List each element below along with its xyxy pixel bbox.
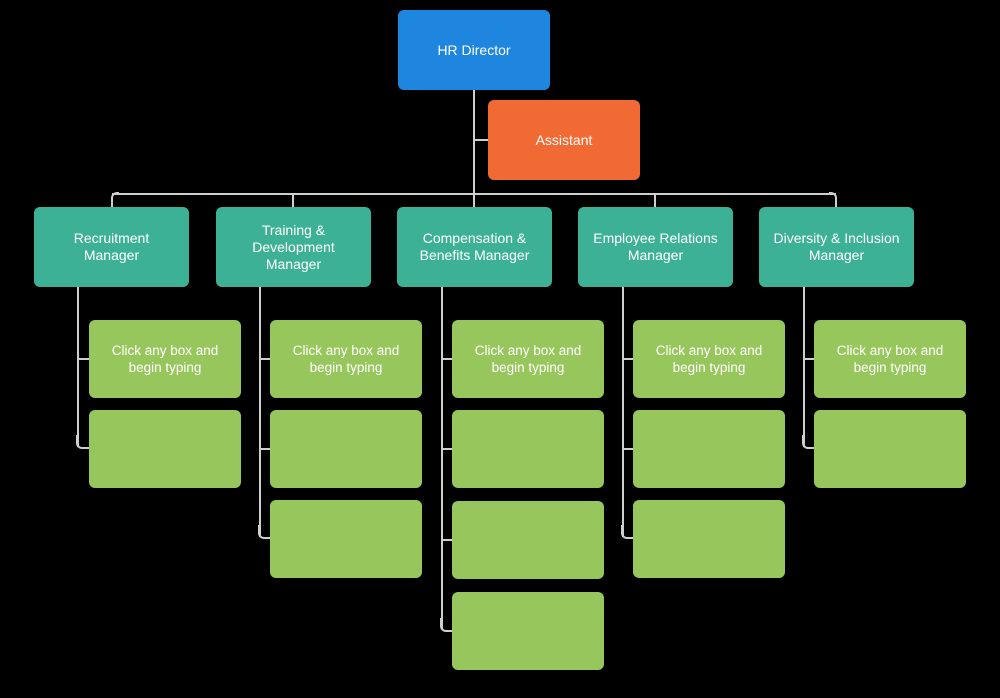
connector-assistant-stub — [473, 139, 489, 141]
node-leaf-col-3-row-1[interactable]: Click any box and begin typing — [452, 320, 604, 398]
node-leaf-col-5-row-1[interactable]: Click any box and begin typing — [814, 320, 966, 398]
node-hr-director[interactable]: HR Director — [398, 10, 550, 90]
connector-branch-col-1-child-1 — [77, 358, 89, 360]
connector-branch-col-4-child-1 — [622, 358, 634, 360]
connector-branch-col-1-child-2 — [76, 435, 89, 449]
node-leaf-col-1-row-1[interactable]: Click any box and begin typing — [89, 320, 241, 398]
connector-drop-manager-2 — [292, 194, 294, 207]
connector-branch-col-4-child-2 — [622, 448, 634, 450]
connector-branch-col-4-child-3 — [621, 525, 634, 539]
node-manager-employee-relations[interactable]: Employee Relations Manager — [578, 207, 733, 287]
node-leaf-col-4-row-1[interactable]: Click any box and begin typing — [633, 320, 785, 398]
node-leaf-col-3-row-2[interactable] — [452, 410, 604, 488]
connector-spine-col-1 — [77, 287, 79, 447]
node-leaf-col-2-row-3[interactable] — [270, 500, 422, 578]
connector-drop-manager-4 — [654, 194, 656, 207]
node-manager-training-development[interactable]: Training & Development Manager — [216, 207, 371, 287]
connector-root-trunk — [473, 90, 475, 193]
node-leaf-col-2-row-2[interactable] — [270, 410, 422, 488]
connector-branch-col-3-child-4 — [440, 618, 453, 632]
connector-branch-col-5-child-2 — [802, 435, 815, 449]
connector-drop-manager-5 — [835, 199, 837, 207]
node-leaf-col-1-row-2[interactable] — [89, 410, 241, 488]
connector-branch-col-5-child-1 — [803, 358, 815, 360]
connector-branch-col-2-child-3 — [258, 525, 271, 539]
node-manager-recruitment[interactable]: Recruitment Manager — [34, 207, 189, 287]
connector-branch-col-3-child-3 — [441, 539, 453, 541]
connector-drop-manager-3 — [473, 194, 475, 207]
connector-branch-col-3-child-2 — [441, 448, 453, 450]
node-assistant[interactable]: Assistant — [488, 100, 640, 180]
connector-branch-col-2-child-2 — [259, 448, 271, 450]
connector-spine-col-5 — [803, 287, 805, 447]
node-leaf-col-4-row-3[interactable] — [633, 500, 785, 578]
node-manager-diversity-inclusion[interactable]: Diversity & Inclusion Manager — [759, 207, 914, 287]
node-leaf-col-2-row-1[interactable]: Click any box and begin typing — [270, 320, 422, 398]
connector-drop-manager-1 — [111, 199, 113, 207]
connector-spine-col-3 — [441, 287, 443, 629]
node-leaf-col-3-row-3[interactable] — [452, 501, 604, 579]
node-leaf-col-4-row-2[interactable] — [633, 410, 785, 488]
connector-spine-col-2 — [259, 287, 261, 537]
node-manager-compensation-benefits[interactable]: Compensation & Benefits Manager — [397, 207, 552, 287]
node-leaf-col-5-row-2[interactable] — [814, 410, 966, 488]
connector-spine-col-4 — [622, 287, 624, 537]
connector-branch-col-3-child-1 — [441, 358, 453, 360]
node-leaf-col-3-row-4[interactable] — [452, 592, 604, 670]
connector-branch-col-2-child-1 — [259, 358, 271, 360]
